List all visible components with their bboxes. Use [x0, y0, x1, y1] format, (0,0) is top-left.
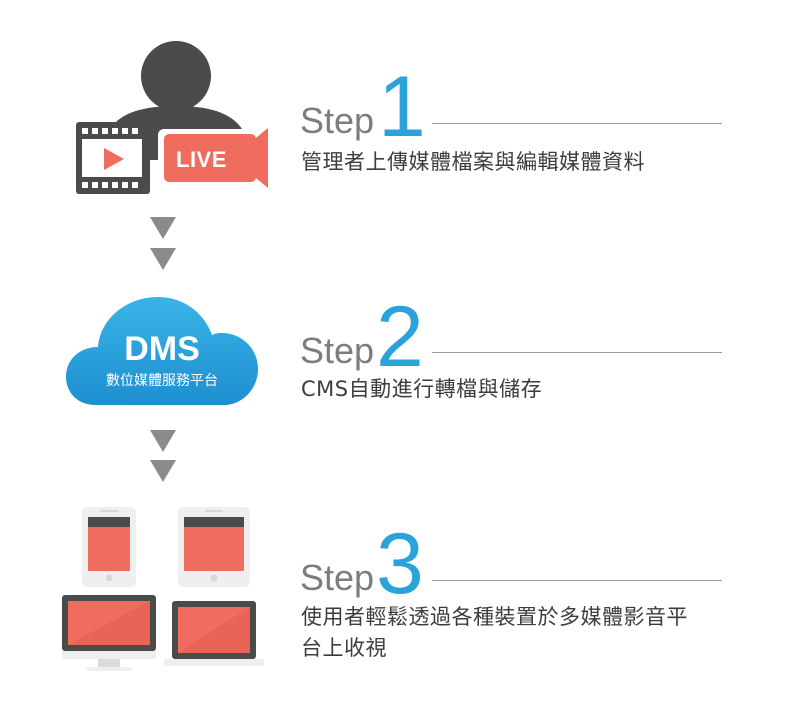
- cloud-shape: [66, 297, 258, 405]
- desktop-monitor-icon: [62, 595, 156, 671]
- step1-description: 管理者上傳媒體檔案與編輯媒體資料: [301, 150, 645, 174]
- live-camera-icon: [158, 128, 268, 188]
- laptop-icon: [164, 601, 264, 666]
- step2-divider: [432, 352, 722, 353]
- step3-word: Step: [300, 557, 375, 598]
- live-badge: LIVE: [176, 147, 227, 172]
- step3-divider: [432, 580, 722, 581]
- arrow-down-icon: [150, 430, 176, 452]
- step3-description-line1: 使用者輕鬆透過各種裝置於多媒體影音平: [301, 605, 688, 629]
- arrow-down-icon: [150, 248, 176, 270]
- step2-word: Step: [300, 330, 375, 371]
- upload-illustration: [76, 41, 268, 194]
- phone-icon: [82, 507, 136, 587]
- step1-word: Step: [300, 100, 375, 141]
- step1-divider: [432, 123, 722, 124]
- step3-number: 3: [376, 516, 424, 612]
- cloud-subtitle: 數位媒體服務平台: [106, 373, 218, 389]
- devices-illustration: [62, 507, 264, 671]
- arrow-down-icon: [150, 460, 176, 482]
- tablet-icon: [178, 507, 250, 587]
- cloud-title: DMS: [124, 330, 200, 368]
- step1-number: 1: [378, 59, 426, 155]
- step3-description-line2: 台上收視: [301, 636, 387, 660]
- film-icon: [76, 122, 150, 194]
- step2-number: 2: [376, 289, 424, 385]
- step2-description: CMS自動進行轉檔與儲存: [301, 377, 543, 401]
- arrow-down-icon: [150, 217, 176, 239]
